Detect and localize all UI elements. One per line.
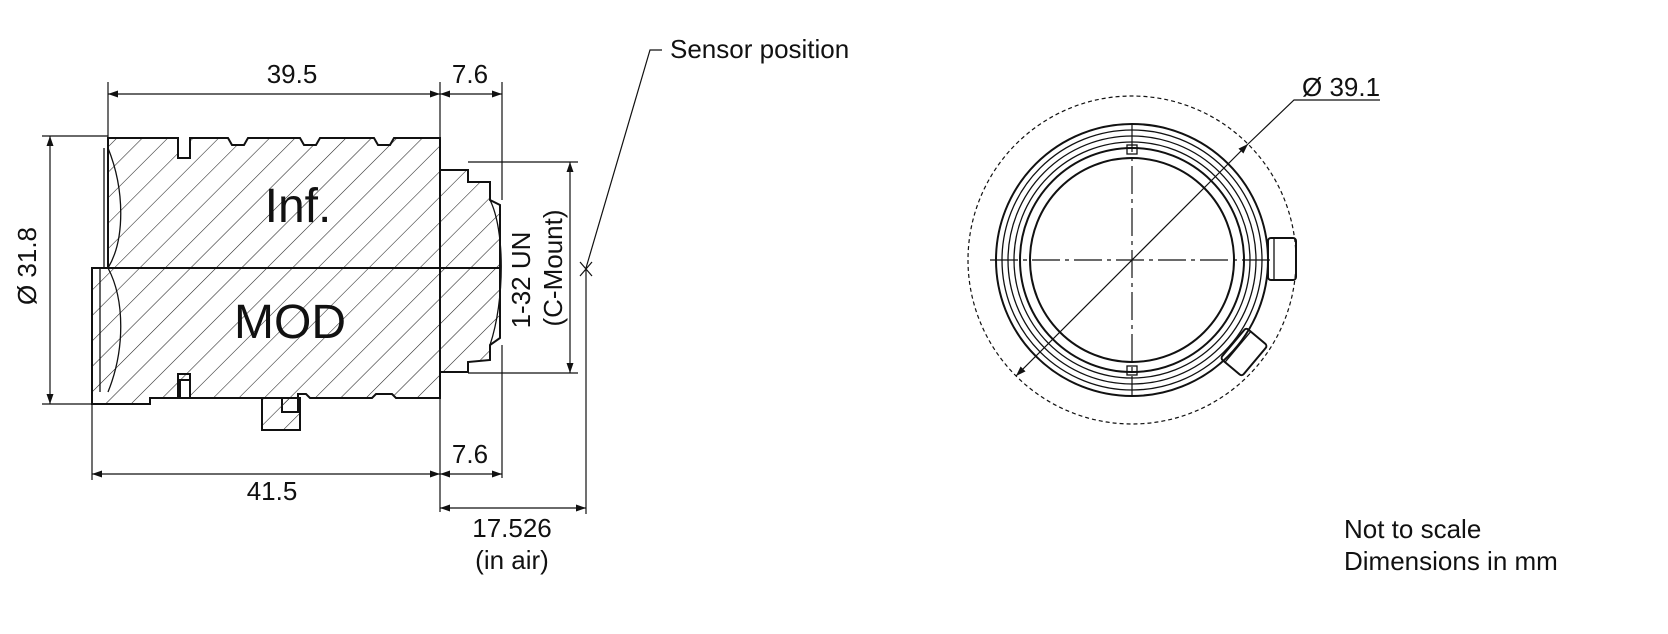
notes: Not to scale Dimensions in mm	[1344, 514, 1558, 576]
front-lens-element	[99, 147, 122, 393]
diameter-leader	[1247, 99, 1380, 145]
dim-in-air: (in air)	[475, 545, 549, 575]
side-view: 39.5 7.6 Ø 31.8 Inf. MOD 1-32 UN (C-Moun…	[12, 34, 849, 575]
sensor-position-label: Sensor position	[670, 34, 849, 64]
dim-17-526: 17.526	[472, 513, 552, 543]
knob-lower-right	[1220, 327, 1268, 377]
lower-notch	[177, 373, 191, 399]
label-mod: MOD	[234, 296, 346, 349]
lens-body-mod	[91, 267, 501, 413]
note-dimensions: Dimensions in mm	[1344, 546, 1558, 576]
dimline-diameter-39-1	[1015, 143, 1249, 377]
note-not-to-scale: Not to scale	[1344, 514, 1481, 544]
dim-7-6-bottom: 7.6	[452, 439, 488, 469]
thread-label-line2: (C-Mount)	[538, 209, 568, 326]
rear-lens-element	[489, 199, 502, 346]
label-inf: Inf.	[265, 180, 332, 233]
knob-right	[1267, 237, 1297, 281]
sensor-leader	[585, 49, 662, 269]
dim-diameter-39-1: Ø 39.1	[1302, 72, 1380, 102]
focus-knob	[261, 397, 301, 431]
dim-7-6-top: 7.6	[452, 59, 488, 89]
dim-39-5: 39.5	[267, 59, 318, 89]
thread-label-line1: 1-32 UN	[506, 232, 536, 329]
sensor-mark	[579, 261, 593, 277]
lens-body-inf	[107, 137, 501, 269]
dim-41-5: 41.5	[247, 476, 298, 506]
front-view: Ø 39.1	[967, 72, 1380, 425]
dim-diameter-31-8: Ø 31.8	[12, 227, 42, 305]
